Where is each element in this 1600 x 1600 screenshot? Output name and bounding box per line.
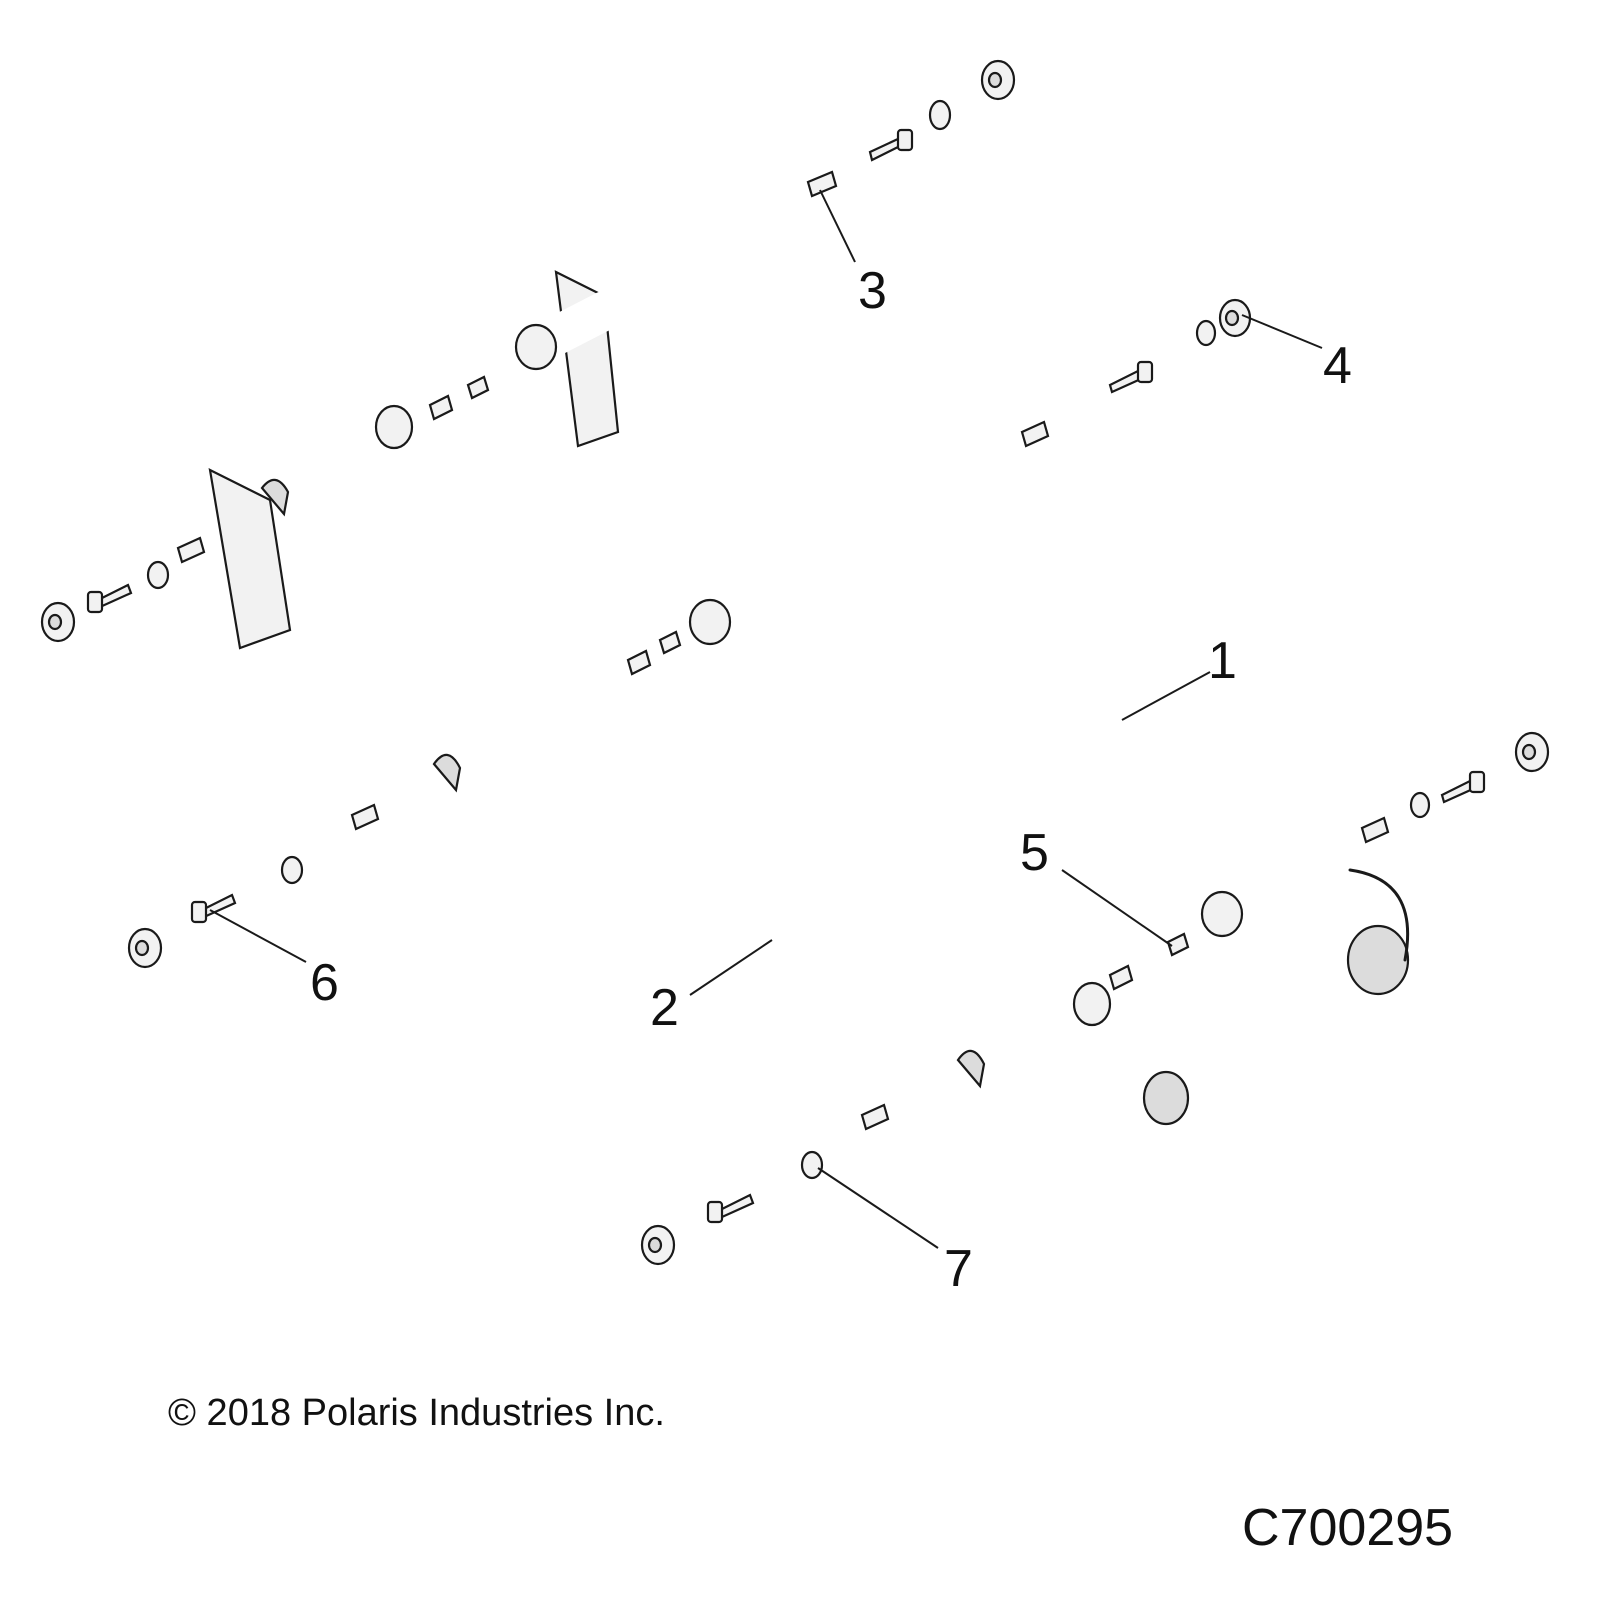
leader-line-2: [689, 939, 773, 996]
insert: [1020, 420, 1050, 448]
washer: [1195, 319, 1217, 347]
hardware-right-lower: [1108, 731, 1550, 991]
copyright-notice: © 2018 Polaris Industries Inc.: [168, 1392, 665, 1434]
leader-line-7: [817, 1167, 939, 1249]
callout-7: 7: [944, 1240, 973, 1298]
callout-1: 1: [1208, 632, 1237, 690]
hardware-right-upper: [1020, 298, 1252, 448]
hardware-center-inserts: [428, 375, 682, 676]
hardware-left-lower: [127, 803, 380, 969]
insert: [350, 803, 380, 831]
callouts: 1 2 3 4 5 6 7: [310, 262, 1352, 1298]
leader-line-3: [819, 189, 856, 263]
washer: [800, 1150, 824, 1180]
bolt: [718, 1193, 755, 1219]
insert: [176, 536, 206, 564]
washer: [280, 855, 304, 885]
hardware-bottom: [640, 1103, 890, 1266]
tube-frame-part-1: [514, 206, 1412, 996]
leader-lines: [209, 189, 1323, 1249]
insert: [860, 1103, 890, 1131]
washer: [146, 560, 170, 590]
callout-5: 5: [1020, 824, 1049, 882]
leader-line-4: [1241, 314, 1323, 349]
leader-line-6: [209, 909, 307, 963]
leader-line-1: [1121, 671, 1211, 721]
callout-2: 2: [650, 979, 679, 1037]
callout-6: 6: [310, 954, 339, 1012]
hardware-top-right: [806, 59, 1016, 198]
hardware-left-upper: [40, 536, 206, 643]
drawing-id: C700295: [1242, 1499, 1454, 1557]
leader-line-5: [1061, 869, 1173, 947]
callout-4: 4: [1323, 337, 1352, 395]
washer: [928, 99, 952, 131]
callout-3: 3: [858, 262, 887, 320]
washer: [1409, 791, 1431, 819]
insert: [806, 170, 838, 198]
tube-frame-part-2: [178, 403, 1190, 1126]
insert: [1360, 816, 1390, 844]
